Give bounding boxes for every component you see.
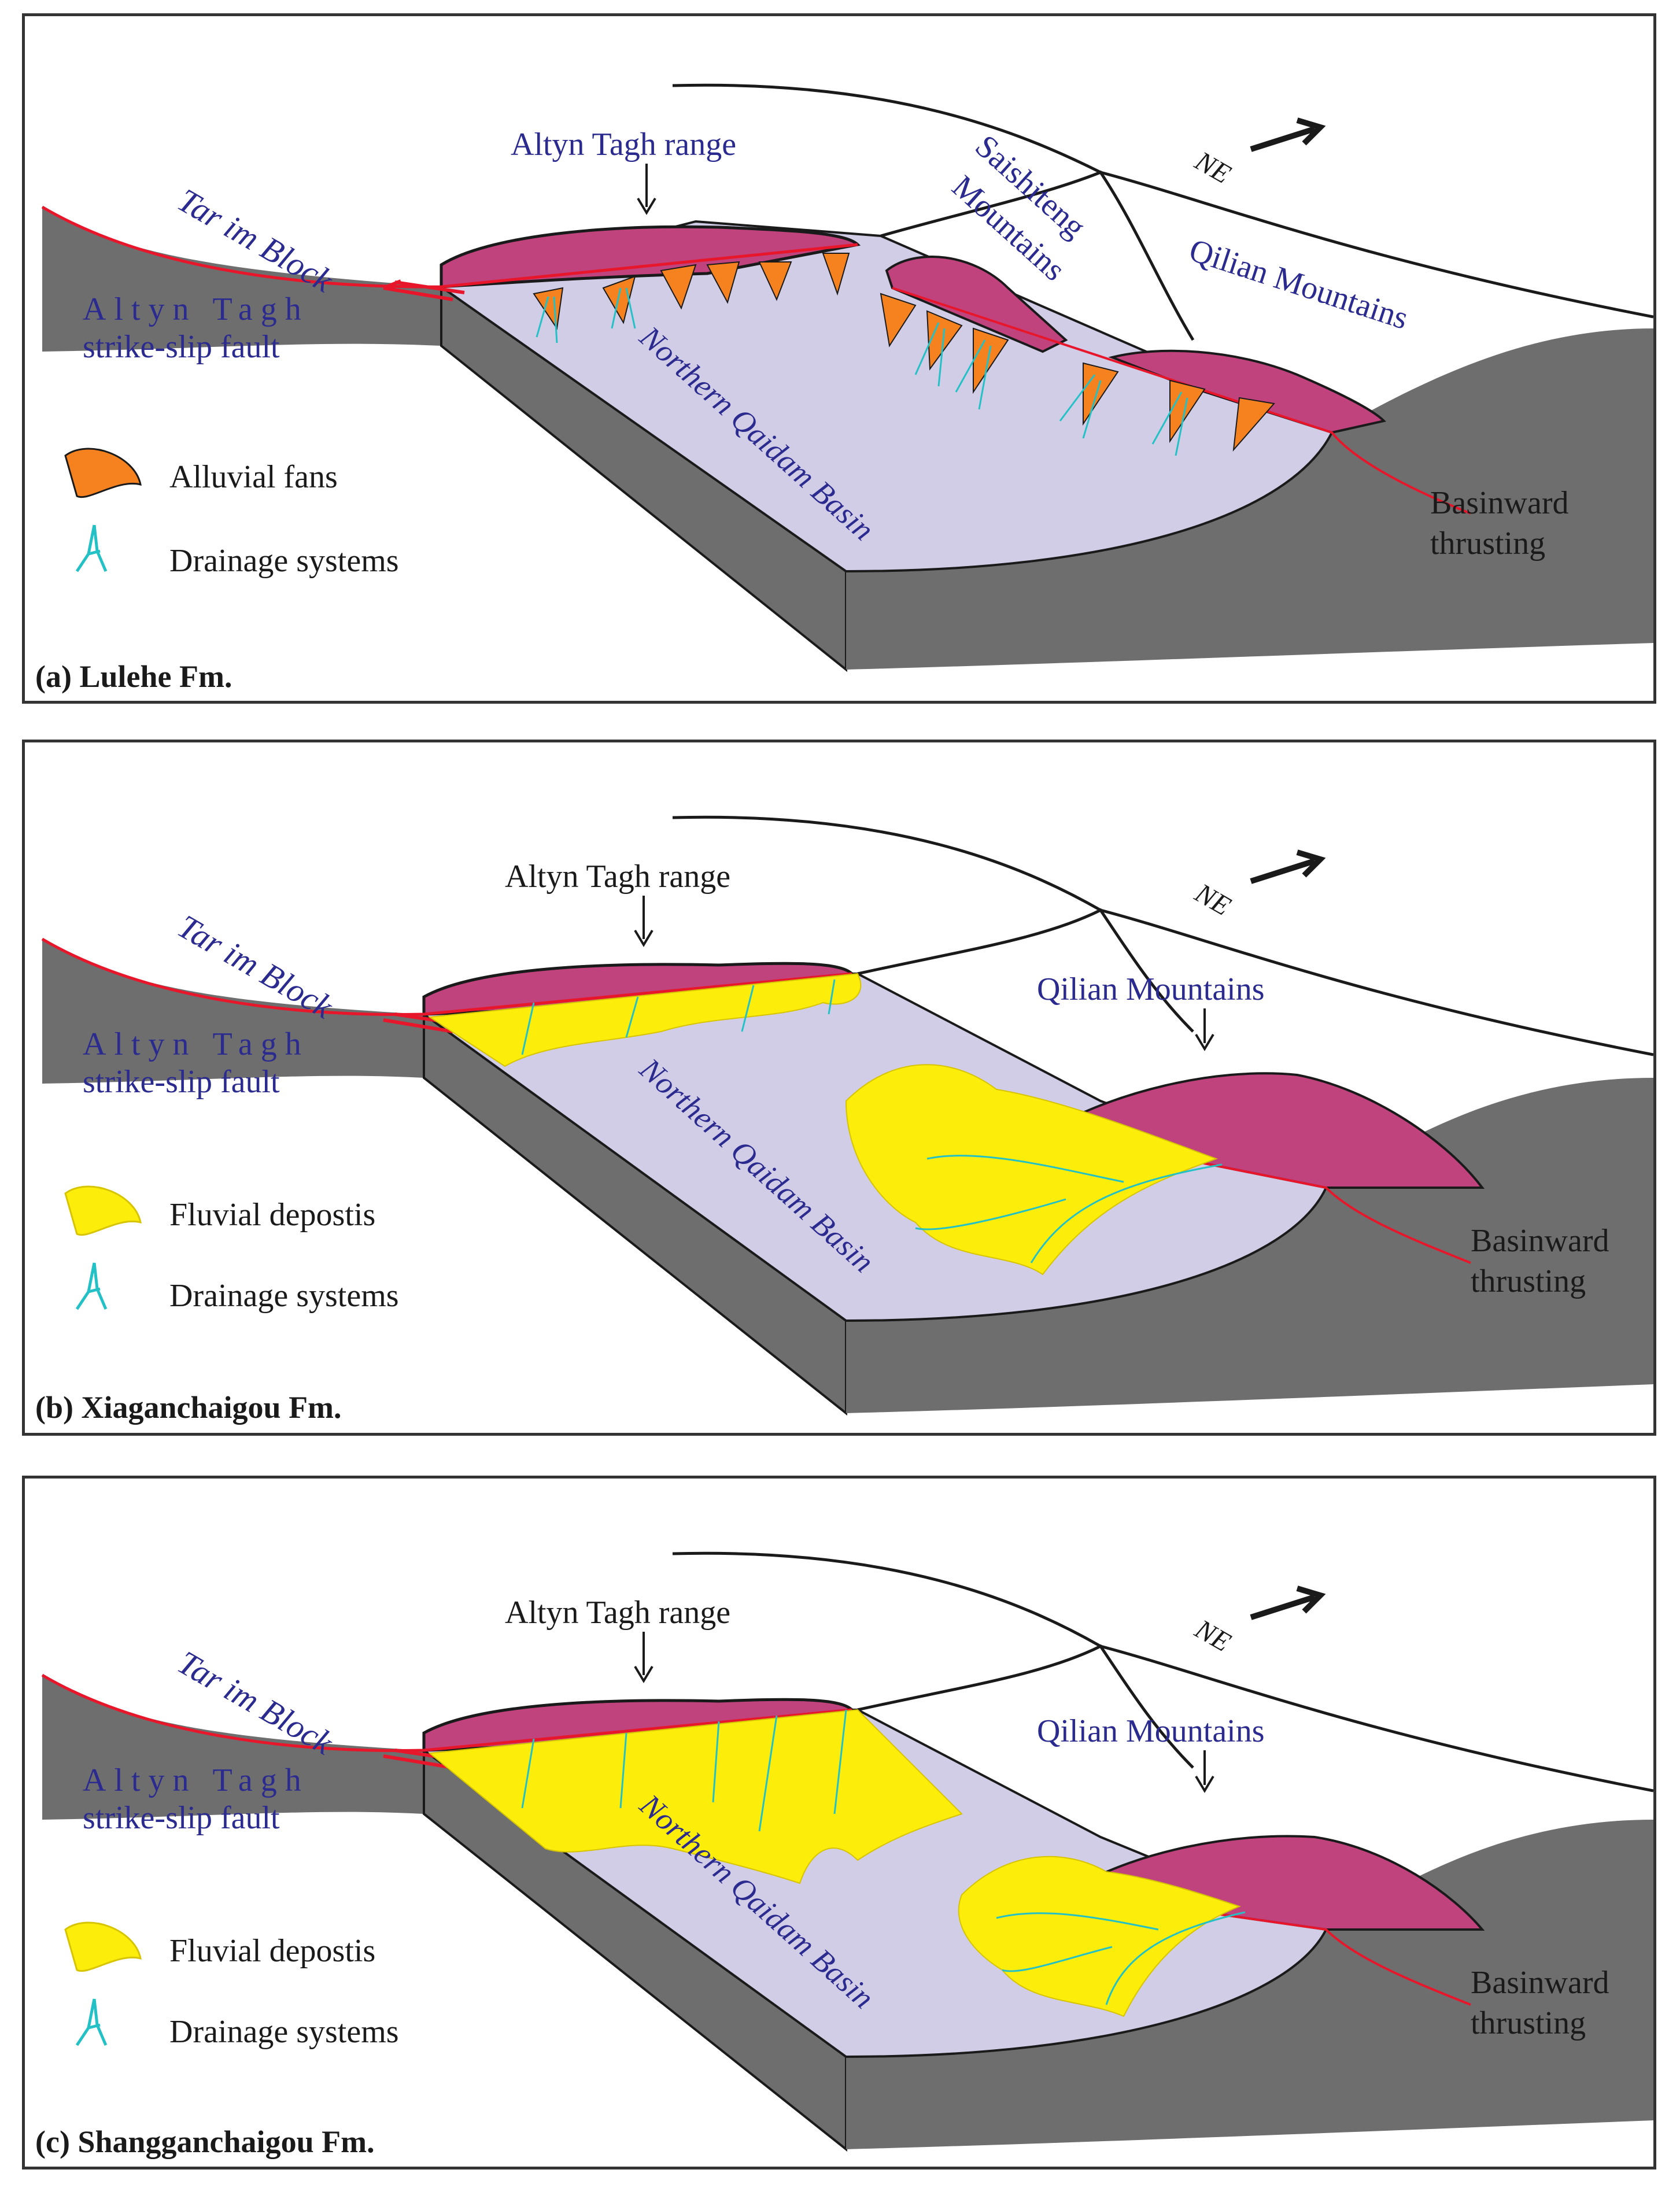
legend-drainage-label: Drainage systems (169, 543, 399, 579)
block-diagram-a: Tar im Block Altyn Tagh range Altyn Tagh… (35, 83, 1653, 694)
north-east-arrow-icon (1250, 1585, 1326, 1620)
tarim-block-side (42, 939, 424, 1084)
legend-drainage-swatch (75, 1998, 108, 2046)
thrust-label-line1: Basinward (1471, 1965, 1609, 2001)
altyn-tagh-range-ridge (440, 225, 861, 289)
panel-caption: (c) Shangganchaigou Fm. (35, 2124, 375, 2159)
legend-drainage-swatch (75, 524, 108, 572)
qilian-pointer (1195, 1750, 1214, 1793)
tarim-block-side (42, 1675, 424, 1820)
fault-label-line1: Altyn Tagh (83, 291, 309, 327)
northeast-boundary-line (672, 83, 1653, 319)
thrust-label-line1: Basinward (1471, 1223, 1609, 1259)
altyn-range-label: Altyn Tagh range (511, 127, 736, 162)
fault-label-line1: Altyn Tagh (83, 1026, 309, 1062)
fault-label-line2: strike-slip fault (83, 1800, 280, 1836)
qilian-label: Qilian Mountains (1037, 971, 1265, 1007)
panel-c-shangganchaigou: Tar im Block Altyn Tagh range Altyn Tagh… (22, 1476, 1656, 2169)
northeast-boundary-line (672, 815, 1653, 1056)
block-diagram-b: Tar im Block Altyn Tagh range Altyn Tagh… (35, 815, 1653, 1425)
legend-alluvial-fan-swatch (64, 448, 142, 498)
northeast-boundary-line (672, 1551, 1653, 1792)
qilian-pointer (1195, 1008, 1214, 1051)
north-east-arrow-icon (1250, 117, 1326, 152)
basinward-thrust-fault (892, 287, 1471, 515)
drainage-systems (536, 287, 1188, 456)
fluvial-deposits (428, 1709, 1241, 2017)
basin-top-surface (438, 220, 1334, 573)
altyn-range-label: Altyn Tagh range (505, 859, 730, 895)
southern-ridge-line (857, 908, 1194, 1033)
legend-fluvial-swatch (64, 1185, 142, 1236)
altyn-tagh-fault-trace (41, 937, 852, 1016)
qilian-mountains-ridge (1057, 1072, 1485, 1189)
panel-a-lulehe: Tar im Block Altyn Tagh range Altyn Tagh… (22, 13, 1656, 704)
thrust-label-line2: thrusting (1471, 2005, 1586, 2041)
qilian-label: Qilian Mountains (1185, 232, 1412, 337)
panel-caption: (b) Xiaganchaigou Fm. (35, 1390, 342, 1425)
saishiteng-ridge-line (880, 170, 1195, 341)
qilian-mountains-ridge (1108, 349, 1386, 434)
basin-right-side (846, 328, 1653, 670)
block-diagram-c: Tar im Block Altyn Tagh range Altyn Tagh… (35, 1551, 1653, 2159)
thrust-label-line1: Basinward (1430, 485, 1569, 521)
thrust-label-line2: thrusting (1471, 1263, 1586, 1299)
legend-drainage-swatch (75, 1262, 108, 1310)
basinward-thrust-fault (1123, 1899, 1471, 2006)
saishiteng-mountains-ridge (885, 256, 1068, 353)
altyn-range-pointer (637, 164, 656, 215)
alluvial-fans (533, 253, 1275, 452)
fault-label-line2: strike-slip fault (83, 1064, 280, 1100)
thrust-label-line2: thrusting (1430, 526, 1545, 561)
legend-fluvial-label: Fluvial depostis (169, 1933, 375, 1969)
legend-fluvial-swatch (64, 1921, 142, 1972)
altyn-range-pointer (634, 896, 653, 947)
tarim-block-side (42, 207, 441, 352)
fault-label-line1: Altyn Tagh (83, 1762, 309, 1798)
fault-label-line2: strike-slip fault (83, 329, 280, 365)
legend-drainage-label: Drainage systems (169, 2014, 399, 2050)
basinward-thrust-fault (1123, 1146, 1471, 1264)
legend-alluvial-fans-label: Alluvial fans (169, 459, 338, 495)
ne-label: NE (1190, 1613, 1236, 1658)
legend-drainage-label: Drainage systems (169, 1278, 399, 1314)
altyn-tagh-fault-trace (41, 1673, 852, 1752)
ne-label: NE (1190, 145, 1236, 190)
north-east-arrow-icon (1250, 849, 1326, 884)
ne-label: NE (1190, 877, 1236, 922)
legend-fluvial-label: Fluvial depostis (169, 1197, 375, 1233)
panel-caption: (a) Lulehe Fm. (35, 659, 232, 694)
southern-ridge-line (857, 1644, 1194, 1769)
fluvial-deposits (428, 973, 1218, 1276)
qilian-label: Qilian Mountains (1037, 1713, 1265, 1749)
drainage-systems (521, 979, 1223, 1263)
altyn-range-label: Altyn Tagh range (505, 1595, 730, 1631)
fault-slip-arrows (382, 279, 465, 301)
altyn-range-pointer (634, 1632, 653, 1683)
drainage-systems (521, 1709, 1246, 2005)
panel-b-xiaganchaigou: Tar im Block Altyn Tagh range Altyn Tagh… (22, 740, 1656, 1436)
